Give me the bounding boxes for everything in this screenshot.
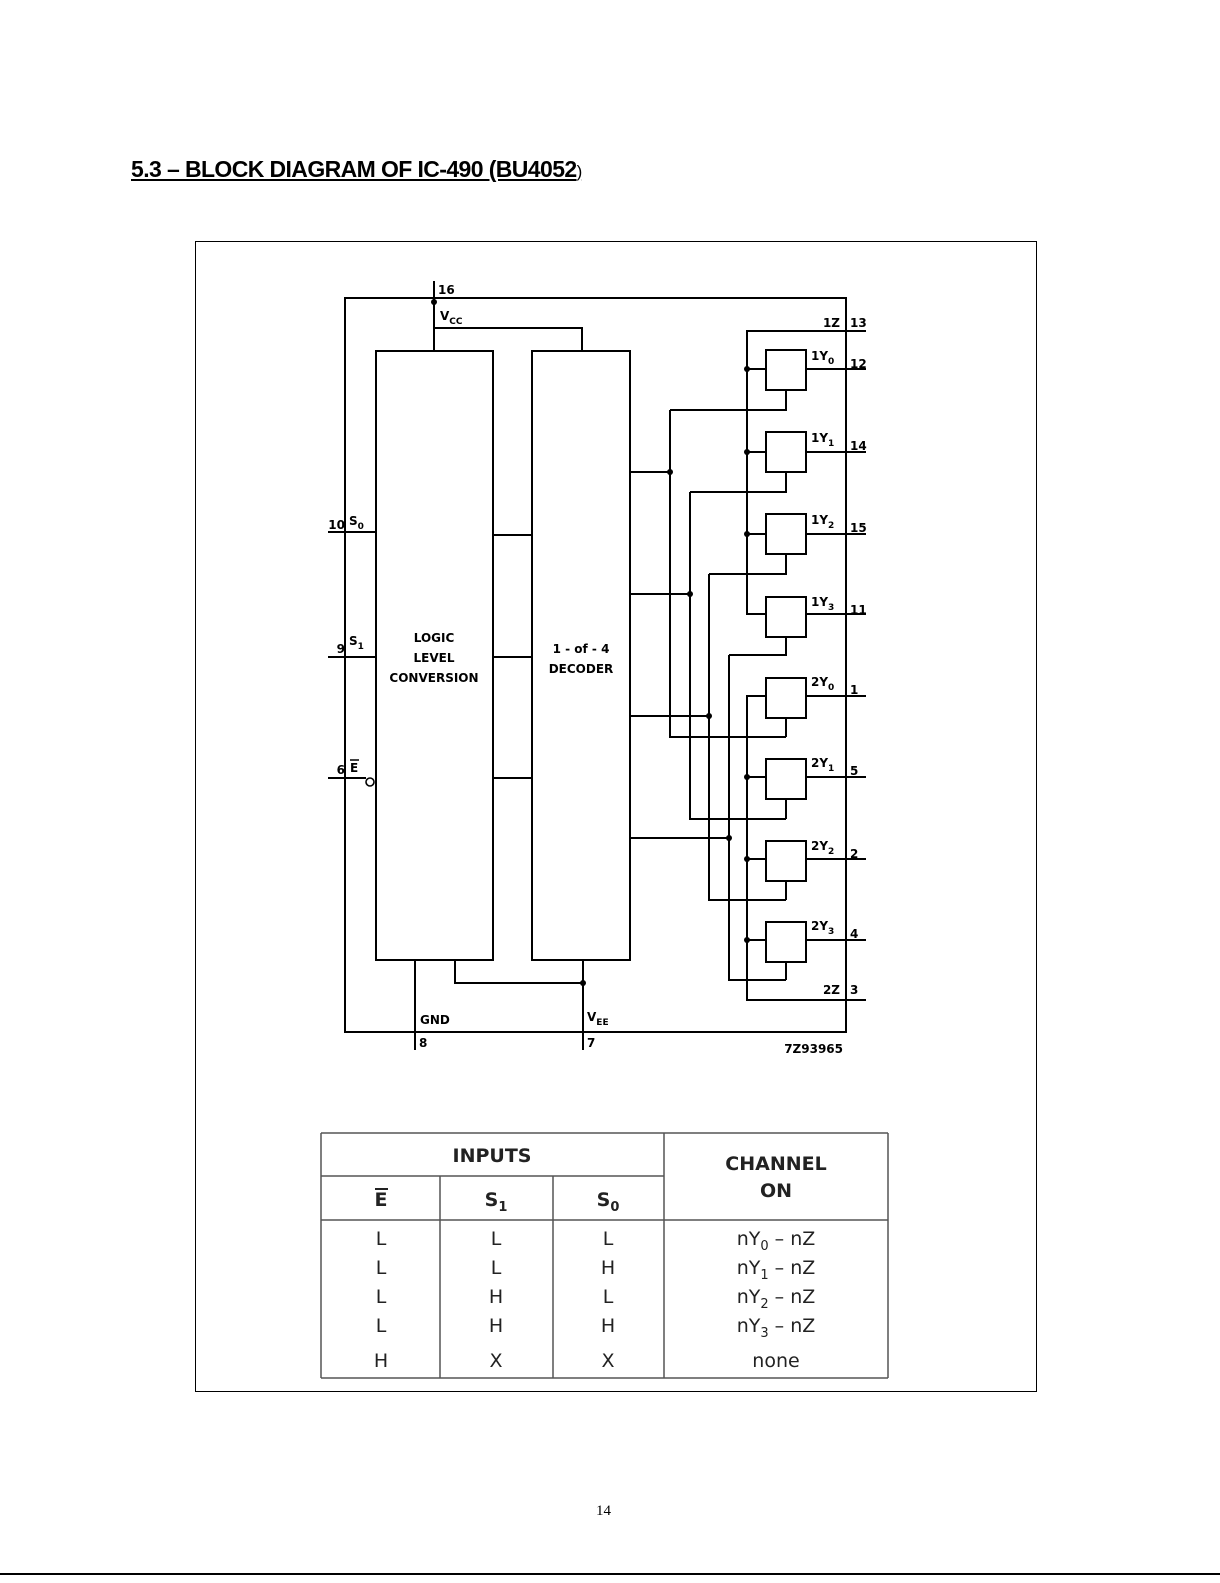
switch-1y3 — [766, 597, 806, 637]
vee-pin: 7 — [587, 1036, 595, 1050]
1z-pin: 13 — [850, 316, 867, 330]
page-number: 14 — [0, 1503, 1207, 1520]
gnd-pin: 8 — [419, 1036, 427, 1050]
decoder-block-line-1: 1 - of - 4 — [553, 642, 610, 656]
e-label: E — [350, 761, 358, 775]
table-cell-s0: L — [603, 1228, 614, 1250]
switch-1y0 — [766, 350, 806, 390]
switch-2y1 — [766, 759, 806, 799]
logic-block-line-1: LOGIC — [414, 631, 455, 645]
switch-2y2 — [766, 841, 806, 881]
table-cell-e: L — [376, 1315, 387, 1337]
channel-label: 1Y1 — [811, 431, 834, 449]
col-e-header: E — [375, 1189, 388, 1211]
table-cell-s1: L — [491, 1257, 502, 1279]
col-s1-header: S1 — [485, 1189, 508, 1215]
s1-label: S1 — [349, 634, 364, 652]
channel-pin: 1 — [850, 683, 858, 697]
channel-pin: 5 — [850, 764, 858, 778]
table-cell-channel: nY0 – nZ — [737, 1228, 816, 1254]
channel-pin: 12 — [850, 357, 867, 371]
table-cell-s0: H — [601, 1315, 615, 1337]
channel-header-line-1: CHANNEL — [725, 1153, 826, 1175]
table-cell-channel: nY3 – nZ — [737, 1315, 816, 1341]
table-cell-e: L — [376, 1257, 387, 1279]
channel-label: 2Y2 — [811, 839, 834, 857]
channel-pin: 11 — [850, 603, 867, 617]
channel-pin: 15 — [850, 521, 867, 535]
switch-2y3 — [766, 922, 806, 962]
table-cell-s0: L — [603, 1286, 614, 1308]
e-pin: 6 — [337, 763, 345, 777]
logic-block-line-2: LEVEL — [414, 651, 455, 665]
decoder-block-line-2: DECODER — [549, 662, 614, 676]
channel-header-line-2: ON — [760, 1180, 792, 1202]
channel-pin: 4 — [850, 927, 858, 941]
switch-1y1 — [766, 432, 806, 472]
table-cell-channel: nY1 – nZ — [737, 1257, 816, 1283]
table-cell-e: L — [376, 1228, 387, 1250]
channel-label: 2Y1 — [811, 756, 834, 774]
table-cell-s1: X — [489, 1350, 502, 1372]
logic-block-line-3: CONVERSION — [389, 671, 478, 685]
table-cell-s1: H — [489, 1286, 503, 1308]
channel-labels: 1Y0 12 1Y1 14 1Y2 15 1Y3 11 2Y0 1 2Y1 5 2Y2 2 2Y3 4 — [811, 349, 867, 941]
table-cell-channel: nY2 – nZ — [737, 1286, 816, 1312]
2z-label: 2Z — [823, 983, 840, 997]
bottom-rule — [0, 1573, 1220, 1575]
col-s0-header: S0 — [597, 1189, 620, 1215]
gnd-label: GND — [420, 1013, 450, 1027]
s0-label: S0 — [349, 514, 364, 532]
channel-label: 2Y3 — [811, 919, 834, 937]
2z-pin: 3 — [850, 983, 858, 997]
table-cell-e: H — [374, 1350, 388, 1372]
channel-label: 1Y0 — [811, 349, 834, 367]
table-cell-s1: L — [491, 1228, 502, 1250]
table-cell-s1: H — [489, 1315, 503, 1337]
channel-label: 2Y0 — [811, 675, 834, 693]
table-cell-s0: H — [601, 1257, 615, 1279]
vcc-label: VCC — [440, 309, 463, 327]
truth-table-header: INPUTS CHANNEL ON E S1 S0 — [375, 1145, 827, 1215]
channel-pin: 14 — [850, 439, 867, 453]
channel-label: 1Y2 — [811, 513, 834, 531]
1z-label: 1Z — [823, 316, 840, 330]
table-cell-s0: X — [601, 1350, 614, 1372]
channel-label: 1Y3 — [811, 595, 834, 613]
switch-1y2 — [766, 514, 806, 554]
switch-2y0 — [766, 678, 806, 718]
channel-pin: 2 — [850, 847, 858, 861]
s1-pin: 9 — [337, 642, 345, 656]
s0-pin: 10 — [328, 518, 345, 532]
inputs-header: INPUTS — [453, 1145, 532, 1167]
vcc-pin: 16 — [438, 283, 455, 297]
vee-label: VEE — [587, 1010, 609, 1028]
table-cell-e: L — [376, 1286, 387, 1308]
table-cell-channel: none — [752, 1350, 799, 1372]
part-code: 7Z93965 — [784, 1042, 843, 1056]
